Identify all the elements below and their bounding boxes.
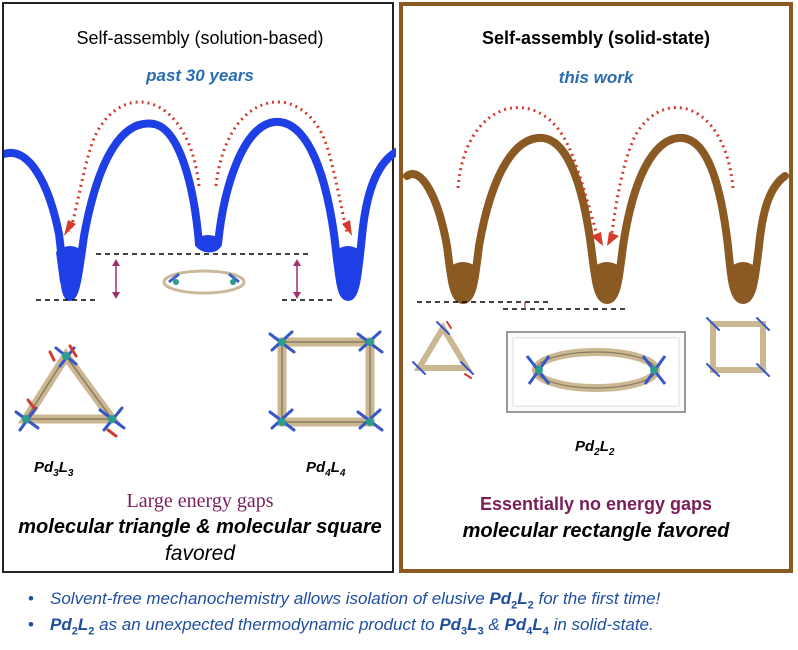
left-favored-line1: molecular triangle & molecular square	[18, 516, 382, 538]
right-gap-text: Essentially no energy gaps	[479, 494, 713, 514]
label-pd2l2: Pd2L2	[575, 438, 615, 458]
label-pd4l4: Pd4L4	[306, 459, 346, 479]
label-pd3l3: Pd3L3	[34, 459, 74, 479]
left-triangle-molecule	[14, 344, 126, 438]
left-energy-diagram	[4, 100, 396, 438]
left-well-square	[334, 246, 362, 293]
left-well-middle	[197, 235, 219, 250]
bullet-dot-icon: •	[28, 589, 34, 608]
left-title: Self-assembly (solution-based)	[76, 28, 324, 48]
right-subtitle: this work	[558, 68, 634, 87]
panel-solution-based: Self-assembly (solution-based) past 30 y…	[2, 2, 396, 573]
bullet-item-1: • Solvent-free mechanochemistry allows i…	[28, 589, 661, 612]
left-favored-line2: favored	[164, 542, 236, 565]
right-well-rectangle	[592, 262, 622, 298]
panel-solid-state: Self-assembly (solid-state) this work	[399, 2, 793, 573]
right-rectangle-molecule-frame	[506, 331, 686, 413]
right-arrow-from-left	[456, 106, 601, 242]
left-pd2l2-molecule	[162, 269, 246, 295]
left-subtitle: past 30 years	[146, 66, 254, 85]
right-square-molecule	[706, 317, 770, 377]
bullet-list: • Solvent-free mechanochemistry allows i…	[28, 587, 788, 639]
right-well-triangle	[448, 262, 478, 298]
left-arrow-to-triangle	[68, 100, 201, 233]
left-well-triangle	[56, 246, 84, 293]
left-arrow-to-square	[214, 100, 349, 233]
left-square-molecule	[268, 330, 384, 432]
right-favored-line: molecular rectangle favored	[462, 520, 730, 542]
left-gap-text: Large energy gaps	[126, 490, 274, 512]
right-title: Self-assembly (solid-state)	[481, 28, 711, 48]
right-energy-curve	[403, 133, 789, 305]
right-triangle-molecule	[412, 321, 474, 379]
bullet-dot-icon: •	[28, 615, 34, 634]
right-energy-diagram	[403, 106, 789, 413]
right-well-square	[729, 262, 757, 298]
bullet-item-2: • Pd2L2 as an unexpected thermodynamic p…	[28, 615, 654, 638]
